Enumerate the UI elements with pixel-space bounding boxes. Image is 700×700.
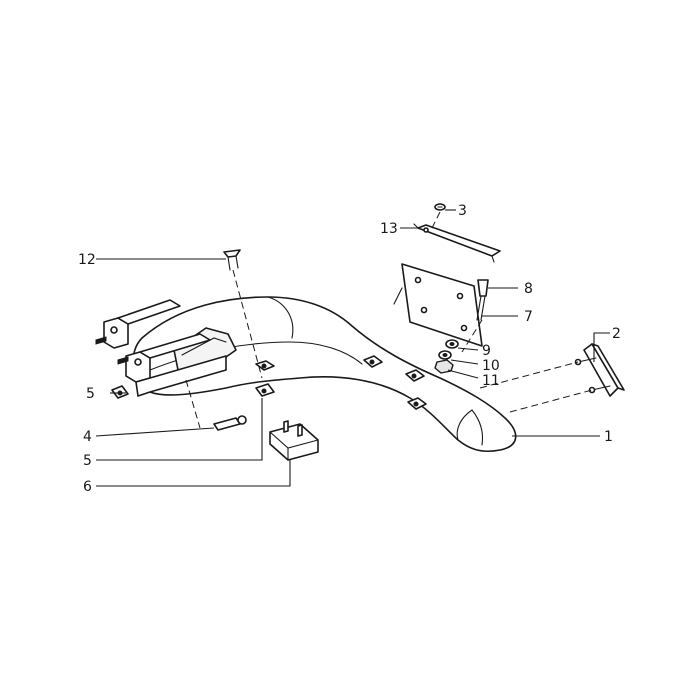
clip-nut-2 xyxy=(405,369,425,382)
callout-2: 2 xyxy=(612,326,621,342)
clip-nut-4 xyxy=(255,360,275,371)
leader-lines xyxy=(95,209,610,487)
clip-nut-5a xyxy=(111,385,129,399)
callout-10: 10 xyxy=(482,358,500,374)
screw-12 xyxy=(223,249,241,271)
callout-8: 8 xyxy=(524,281,533,297)
rear-support-plate xyxy=(574,343,625,397)
clip-nut-3 xyxy=(407,397,427,410)
callout-7: 7 xyxy=(524,309,533,325)
callout-5a: 5 xyxy=(86,386,95,402)
callout-6: 6 xyxy=(83,479,92,495)
bolt-8 xyxy=(476,279,489,321)
clip-nut-5b xyxy=(255,383,275,397)
callout-12: 12 xyxy=(78,252,96,268)
callout-3: 3 xyxy=(458,203,467,219)
screw-3 xyxy=(434,203,446,211)
assembly-lines xyxy=(185,211,593,429)
plate-holder-7 xyxy=(393,263,483,347)
support-block-6 xyxy=(269,420,319,461)
callout-13: 13 xyxy=(380,221,398,237)
callout-9: 9 xyxy=(482,343,491,359)
callout-1: 1 xyxy=(604,429,613,445)
washer-10 xyxy=(438,350,452,360)
front-bracket xyxy=(95,299,227,397)
clip-nut-1 xyxy=(363,355,383,368)
callout-11: 11 xyxy=(482,373,500,389)
bolt-4 xyxy=(213,415,247,431)
washer-9 xyxy=(445,339,459,349)
callout-5b: 5 xyxy=(83,453,92,469)
rear-mudguard xyxy=(132,296,517,453)
callout-4: 4 xyxy=(83,429,92,445)
strap-bracket-13 xyxy=(413,223,501,263)
